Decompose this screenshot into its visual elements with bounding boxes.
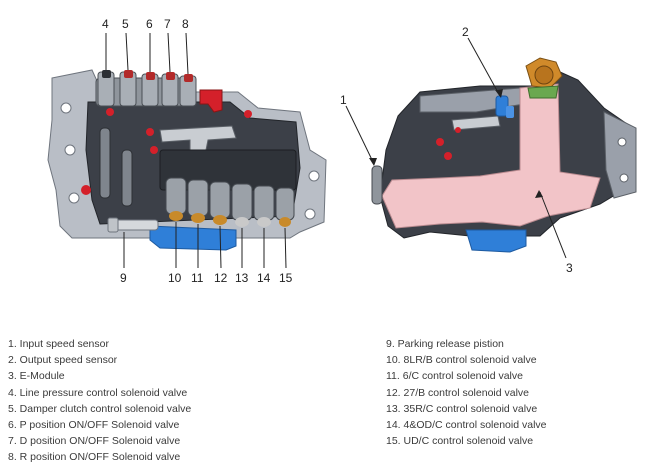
output-speed-sensor-tip	[506, 106, 514, 118]
plate-hole	[308, 170, 320, 182]
leader-line-3	[539, 191, 567, 259]
legend-item: 1. Input speed sensor	[8, 338, 109, 350]
solenoid-tip	[213, 215, 227, 225]
legend-item: 6. P position ON/OFF Solenoid valve	[8, 418, 180, 431]
callout-1: 1	[340, 93, 347, 107]
solenoid-14	[253, 185, 275, 221]
right-bracket	[451, 115, 501, 131]
leader-line-2	[467, 37, 501, 97]
solenoid-cap	[166, 72, 175, 80]
callout-7: 7	[164, 17, 171, 31]
solenoid-cap	[124, 70, 133, 78]
red-plug	[444, 152, 452, 160]
red-plug	[150, 146, 158, 154]
solenoid-tip	[235, 217, 249, 227]
arrowhead-3	[535, 190, 543, 198]
callout-13: 13	[235, 271, 249, 285]
input-speed-sensor	[371, 165, 383, 205]
plate-hole	[64, 144, 76, 156]
leader-lines	[105, 32, 567, 269]
leader-line-1	[345, 105, 375, 165]
right-blue-lower-housing	[465, 229, 527, 253]
callout-11: 11	[191, 271, 204, 285]
callout-10: 10	[168, 271, 182, 285]
valve-spool	[121, 149, 133, 207]
e-module	[381, 83, 601, 229]
arrowhead-2	[495, 89, 503, 98]
callout-9: 9	[120, 271, 127, 285]
connector-ring	[534, 65, 554, 85]
legend-item: 5. Damper clutch control solenoid valve	[8, 402, 192, 415]
red-plug	[244, 110, 252, 118]
callout-14: 14	[257, 271, 271, 285]
solenoid-10	[165, 177, 187, 215]
plate-hole	[617, 137, 627, 147]
callout-3: 3	[566, 261, 573, 275]
leader-arrowheads	[369, 89, 543, 198]
callout-5: 5	[122, 17, 129, 31]
red-connector-block	[199, 89, 223, 113]
callout-8: 8	[182, 17, 189, 31]
solenoid-tip	[169, 211, 183, 221]
solenoid-cap	[102, 70, 111, 78]
leader-line-12	[219, 225, 222, 269]
plate-hole	[60, 102, 72, 114]
leader-line-5	[125, 32, 129, 71]
arrowhead-1	[369, 158, 377, 166]
lower-solenoids	[165, 177, 295, 227]
solenoid-cap	[184, 74, 193, 82]
red-plug	[106, 108, 114, 116]
valve-body-diagram: 1 2 3 4 5 6 7 8 9 10 11 12 13 14 15	[47, 17, 637, 285]
legend-left-column: 1. Input speed sensor 2. Output speed se…	[8, 336, 191, 466]
left-valve-body-illustration	[47, 69, 327, 251]
legend-right-column: 9. Parking release pistion 10. 8LR/B con…	[386, 336, 547, 449]
legend-item: 3. E-Module	[8, 370, 65, 383]
plate-hole	[619, 173, 629, 183]
red-plug	[81, 185, 91, 195]
red-plug	[146, 128, 154, 136]
solenoid-11	[187, 179, 209, 217]
leader-line-15	[284, 227, 287, 269]
legend-item: 9. Parking release pistion	[386, 338, 504, 350]
legend-item: 8. R position ON/OFF Solenoid valve	[8, 451, 181, 464]
solenoid-15	[275, 187, 295, 221]
leader-line-8	[185, 32, 189, 75]
solenoid-cap	[146, 72, 155, 80]
red-plug	[436, 138, 444, 146]
callout-6: 6	[146, 17, 153, 31]
legend-item: 11. 6/C control solenoid valve	[386, 370, 523, 383]
callout-12: 12	[214, 271, 228, 285]
solenoid-tip	[191, 213, 205, 223]
parking-release-piston	[113, 219, 159, 231]
legend-item: 10. 8LR/B control solenoid valve	[386, 354, 537, 367]
callout-15: 15	[279, 271, 293, 285]
solenoid-12	[209, 181, 231, 219]
blue-lower-housing	[149, 225, 237, 251]
red-plug	[455, 127, 461, 133]
legend-item: 15. UD/C control solenoid valve	[386, 435, 534, 448]
plate-hole	[68, 192, 80, 204]
callout-2: 2	[462, 25, 469, 39]
connector-base	[527, 85, 559, 99]
callout-4: 4	[102, 17, 109, 31]
leader-line-7	[167, 32, 171, 73]
legend-item: 2. Output speed sensor	[8, 354, 118, 367]
legend-item: 14. 4&OD/C control solenoid valve	[386, 418, 547, 431]
plate-hole	[304, 208, 316, 220]
solenoid-13	[231, 183, 253, 221]
legend-item: 13. 35R/C control solenoid valve	[386, 402, 538, 415]
legend-item: 12. 27/B control solenoid valve	[386, 386, 530, 399]
parking-piston-cap	[107, 217, 119, 233]
valve-spool	[99, 127, 111, 199]
legend-item: 7. D position ON/OFF Solenoid valve	[8, 435, 181, 448]
solenoid-tip	[279, 217, 291, 227]
legend-item: 4. Line pressure control solenoid valve	[8, 386, 188, 399]
solenoid-tip	[257, 217, 271, 227]
right-e-module-illustration	[371, 57, 637, 253]
